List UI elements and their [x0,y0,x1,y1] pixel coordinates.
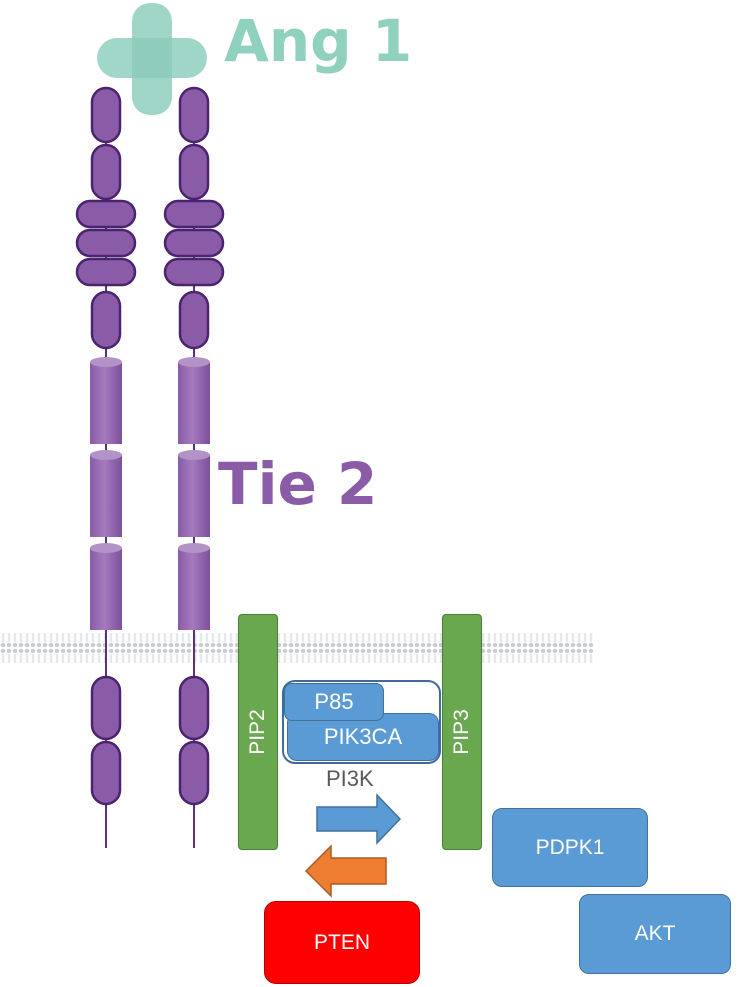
cell-membrane [0,632,595,668]
pi3k-label: PI3K [326,766,374,791]
pdpk1-label: PDPK1 [535,835,605,859]
p85-label: P85 [314,689,354,714]
pip3-label: PIP3 [450,709,473,755]
pip3-bar: PIP3 [442,614,482,850]
ang1-ligand [97,3,207,115]
pip2-label: PIP2 [246,709,269,755]
pi3k-arrow [316,793,402,845]
pten-arrow [304,844,387,898]
pip2-bar: PIP2 [238,614,278,850]
pik3ca-box: PIK3CA [287,713,439,761]
tie2-receptor-right [163,86,225,848]
tie2-receptor-left [75,86,137,848]
pdpk1-box: PDPK1 [492,808,648,887]
tie2-label: Tie 2 [218,450,378,518]
akt-label: AKT [634,922,676,945]
p85-box: P85 [284,683,384,721]
ang1-label: Ang 1 [224,7,413,75]
pik3ca-label: PIK3CA [323,724,403,749]
pten-box: PTEN [264,901,420,984]
pten-label: PTEN [313,930,370,954]
akt-box: AKT [579,894,731,974]
